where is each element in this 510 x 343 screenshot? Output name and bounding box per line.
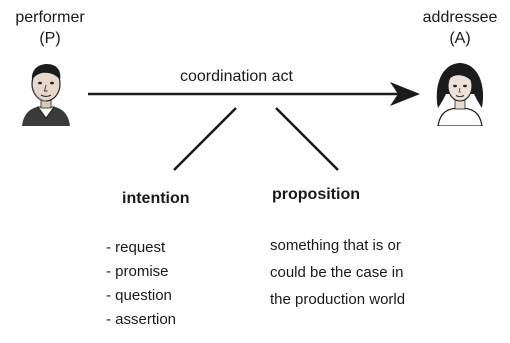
intention-list: - request - promise - question - asserti… <box>106 236 176 332</box>
performer-abbrev: (P) <box>39 30 61 47</box>
proposition-description: something that is or could be the case i… <box>270 232 405 313</box>
performer-title: performer <box>15 9 85 26</box>
list-item: - assertion <box>106 311 177 328</box>
intention-branch-line <box>173 107 237 171</box>
woman-portrait-icon <box>436 63 484 126</box>
intention-heading: intention <box>122 190 190 207</box>
list-item: - question <box>106 287 172 304</box>
proposition-line: the production world <box>270 291 406 308</box>
addressee-title: addressee <box>422 9 498 26</box>
list-item: - promise <box>106 263 169 280</box>
proposition-line: could be the case in <box>270 264 404 281</box>
man-portrait-icon <box>22 64 70 126</box>
addressee-label: addressee (A) <box>412 8 508 48</box>
proposition-heading: proposition <box>272 186 360 203</box>
arrow-head <box>390 82 420 106</box>
proposition-branch-line <box>275 107 339 171</box>
addressee-abbrev: (A) <box>449 30 471 47</box>
coordination-act-label: coordination act <box>180 68 293 85</box>
performer-label: performer (P) <box>2 8 98 48</box>
proposition-line: something that is or <box>270 237 401 254</box>
list-item: - request <box>106 239 166 256</box>
